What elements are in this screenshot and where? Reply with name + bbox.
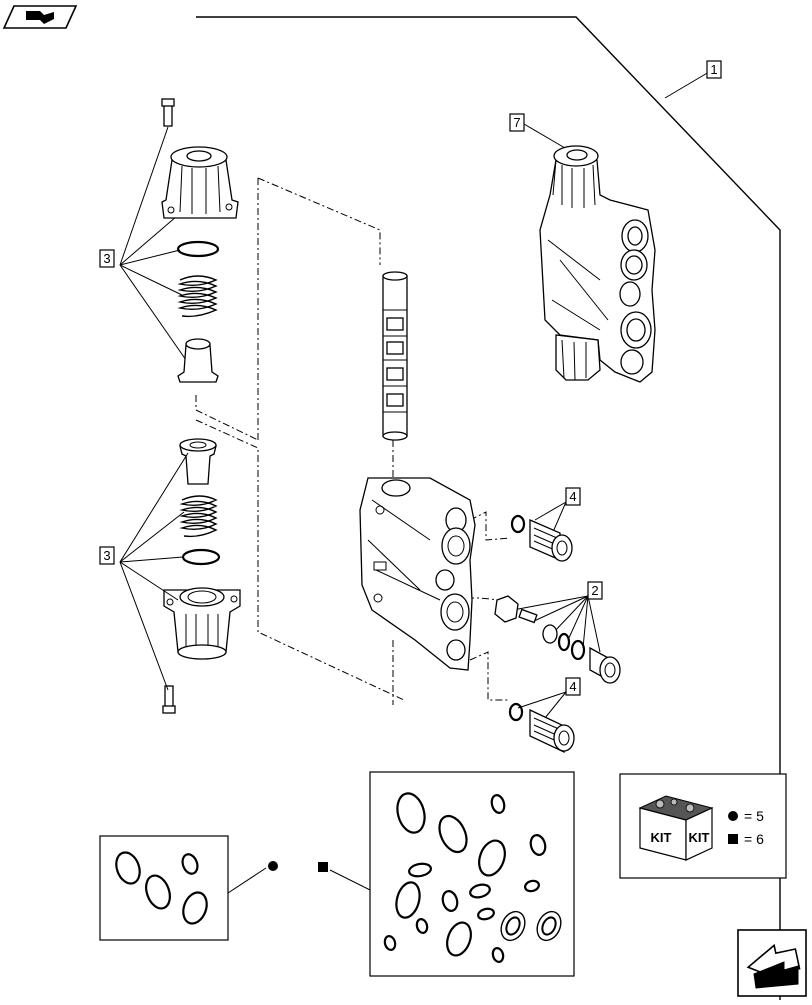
- callout-1: 1: [664, 60, 722, 99]
- bottom-o-ring: [181, 548, 221, 566]
- lip-seal-right: [536, 910, 562, 942]
- bottom-plug-assembly: [508, 702, 575, 754]
- callout-4-top-label: 4: [569, 489, 576, 504]
- lip-seal-left: [500, 910, 526, 942]
- square-kit-marker: [318, 862, 328, 872]
- callout-7-label: 7: [513, 115, 520, 130]
- assembled-valve-section: [539, 145, 656, 383]
- callout-4-bottom-label: 4: [569, 679, 576, 694]
- callout-3-bottom-label: 3: [103, 548, 110, 563]
- kit-legend-box: KIT KIT = 5 = 6: [619, 773, 787, 879]
- circle-kit-value: = 5: [744, 808, 764, 824]
- book-arrow-icon[interactable]: [2, 5, 78, 29]
- top-screw: [161, 98, 175, 127]
- top-poppet: [177, 338, 219, 383]
- kit-word-right: KIT: [689, 830, 710, 845]
- bottom-spring: [179, 495, 218, 538]
- callout-3-top-label: 3: [103, 251, 110, 266]
- seal-kit-large-box: [318, 771, 575, 977]
- square-marker-icon: [728, 834, 738, 844]
- bottom-screw: [162, 685, 176, 714]
- callout-2-label: 2: [591, 583, 598, 598]
- top-spring: [177, 275, 218, 318]
- top-relief-cap: [161, 146, 239, 219]
- next-page-arrow-icon[interactable]: [737, 929, 807, 997]
- callout-4-bottom: 4: [517, 677, 581, 719]
- circle-marker-icon: [728, 811, 738, 821]
- circle-kit-marker: [268, 861, 278, 871]
- callout-3-bottom: 3: [99, 452, 189, 691]
- seal-kit-small-box: [99, 835, 278, 941]
- assembly-boundary-line: [196, 16, 781, 1000]
- bottom-relief-cap: [163, 587, 241, 660]
- assembly-dash-lines: [195, 177, 511, 705]
- square-kit-value: = 6: [744, 831, 764, 847]
- valve-spool: [382, 271, 408, 441]
- check-valve-assembly: [494, 595, 621, 684]
- top-o-ring: [176, 240, 220, 258]
- callout-2: 2: [512, 581, 603, 653]
- bottom-poppet: [179, 438, 217, 485]
- callout-7: 7: [509, 113, 566, 149]
- kit-word-left: KIT: [651, 830, 672, 845]
- callout-4-top: 4: [534, 487, 581, 533]
- kit-box-icon: KIT KIT: [638, 795, 714, 861]
- callout-3-top: 3: [99, 126, 187, 361]
- valve-body: [359, 477, 476, 671]
- callout-1-label: 1: [710, 62, 717, 77]
- top-plug-assembly: [510, 514, 573, 562]
